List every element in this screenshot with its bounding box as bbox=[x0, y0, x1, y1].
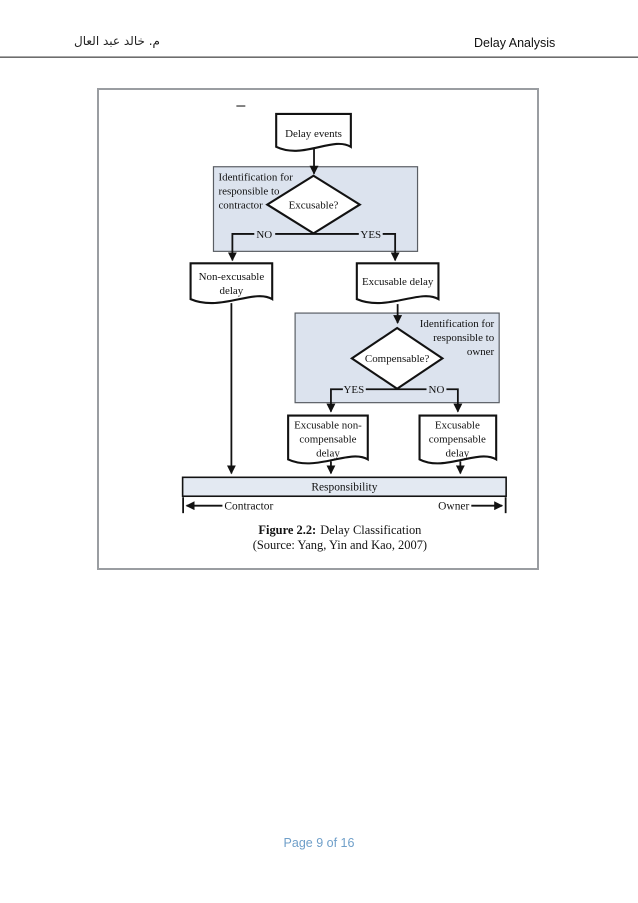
delay-events-doc-shape bbox=[275, 112, 352, 152]
ident-owner-label: responsible to bbox=[433, 332, 495, 344]
page-number: Page 9 of 16 bbox=[283, 836, 355, 850]
exc-compensable-doc-shape bbox=[418, 414, 498, 465]
ident-contractor-label: Identification for bbox=[218, 172, 293, 184]
no-label: NO bbox=[429, 384, 445, 396]
yes-branch-line bbox=[382, 233, 400, 262]
ident-contractor-label: responsible to bbox=[218, 186, 280, 198]
non-excusable-doc-shape bbox=[189, 262, 274, 305]
exc-noncompensable-doc-shape bbox=[287, 414, 369, 465]
exc-compensable-label: compensable bbox=[429, 433, 486, 445]
header-author-arabic: م. خالد عبد العال bbox=[74, 34, 160, 48]
exc-noncompensable-label: compensable bbox=[299, 433, 356, 445]
compensable-label: Compensable? bbox=[365, 353, 430, 365]
exc-noncompensable-label: delay bbox=[316, 447, 340, 459]
ident-contractor-label: contractor bbox=[218, 200, 263, 212]
exc-compensable-label: Excusable bbox=[435, 420, 480, 432]
figure-caption: Figure 2.2: Delay Classification bbox=[258, 523, 422, 537]
exc-compensable-label: delay bbox=[446, 447, 470, 459]
no-branch-line bbox=[227, 233, 255, 262]
responsibility-label: Responsibility bbox=[311, 482, 377, 494]
excusable-delay-label: Excusable delay bbox=[362, 276, 434, 288]
yes-label: YES bbox=[344, 384, 365, 396]
non-excusable-label: delay bbox=[220, 285, 244, 297]
figure-caption-number: Figure 2.2: bbox=[258, 523, 316, 537]
no-label: NO bbox=[256, 229, 272, 241]
figure-frame: Identification for responsible to contra… bbox=[97, 88, 539, 570]
excusable-label: Excusable? bbox=[289, 200, 339, 212]
contractor-label: Contractor bbox=[224, 501, 273, 513]
yes2-branch-line bbox=[326, 388, 343, 413]
excusable-delay-doc-shape bbox=[355, 262, 440, 305]
owner-label: Owner bbox=[438, 501, 469, 513]
non-excusable-label: Non-excusable bbox=[199, 271, 265, 283]
responsibility-bar bbox=[181, 476, 507, 498]
no2-branch-line bbox=[446, 388, 463, 413]
flowchart-svg: Identification for responsible to contra… bbox=[181, 105, 507, 552]
delay-events-label: Delay events bbox=[285, 128, 342, 140]
header-title: Delay Analysis bbox=[474, 36, 556, 50]
header-divider bbox=[0, 56, 638, 58]
figure-caption-source: (Source: Yang, Yin and Kao, 2007) bbox=[253, 538, 427, 552]
yes-label: YES bbox=[360, 229, 381, 241]
figure-caption-title: Delay Classification bbox=[320, 523, 422, 537]
ident-owner-label: Identification for bbox=[420, 318, 495, 330]
ident-owner-label: owner bbox=[467, 346, 495, 358]
exc-noncompensable-label: Excusable non- bbox=[294, 420, 362, 432]
